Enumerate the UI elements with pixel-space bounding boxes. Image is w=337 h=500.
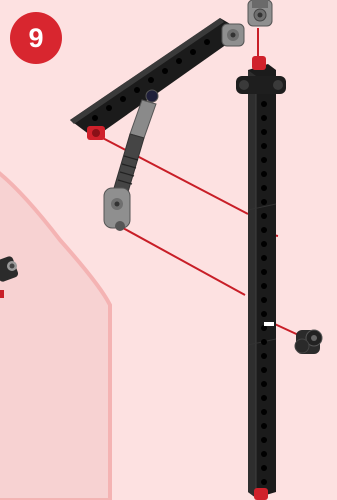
red-peg-top [252,56,266,70]
inset-panel [0,160,110,500]
beam-hole [261,129,267,135]
beam-hole [261,171,267,177]
beam-hole [261,185,267,191]
beam-hole [261,143,267,149]
red-peg-beam [87,126,105,140]
beam-hole [261,297,267,303]
beam-mark [264,322,274,326]
top-grey-connector [248,0,272,26]
beam-hole [261,353,267,359]
beam-hole [261,241,267,247]
angled-black-beam [70,18,244,138]
beam-hole [261,157,267,163]
beam-hole [261,339,267,345]
beam-hole [261,409,267,415]
beam-hole [261,311,267,317]
long-vertical-black-beam [236,64,286,498]
beam-hole [261,465,267,471]
beam-hole [261,101,267,107]
beam-hole [261,451,267,457]
beam-hole [261,115,267,121]
beam-hole [261,367,267,373]
beam-hole [261,395,267,401]
red-peg-bottom [254,488,268,500]
beam-hole [261,199,267,205]
black-bushing [295,330,322,354]
beam-hole [261,213,267,219]
beam-hole [261,227,267,233]
beam-hole [261,269,267,275]
beam-hole [261,479,267,485]
beam-hole [261,423,267,429]
beam-hole [261,437,267,443]
beam-hole [261,255,267,261]
beam-hole [261,283,267,289]
beam-hole [261,381,267,387]
